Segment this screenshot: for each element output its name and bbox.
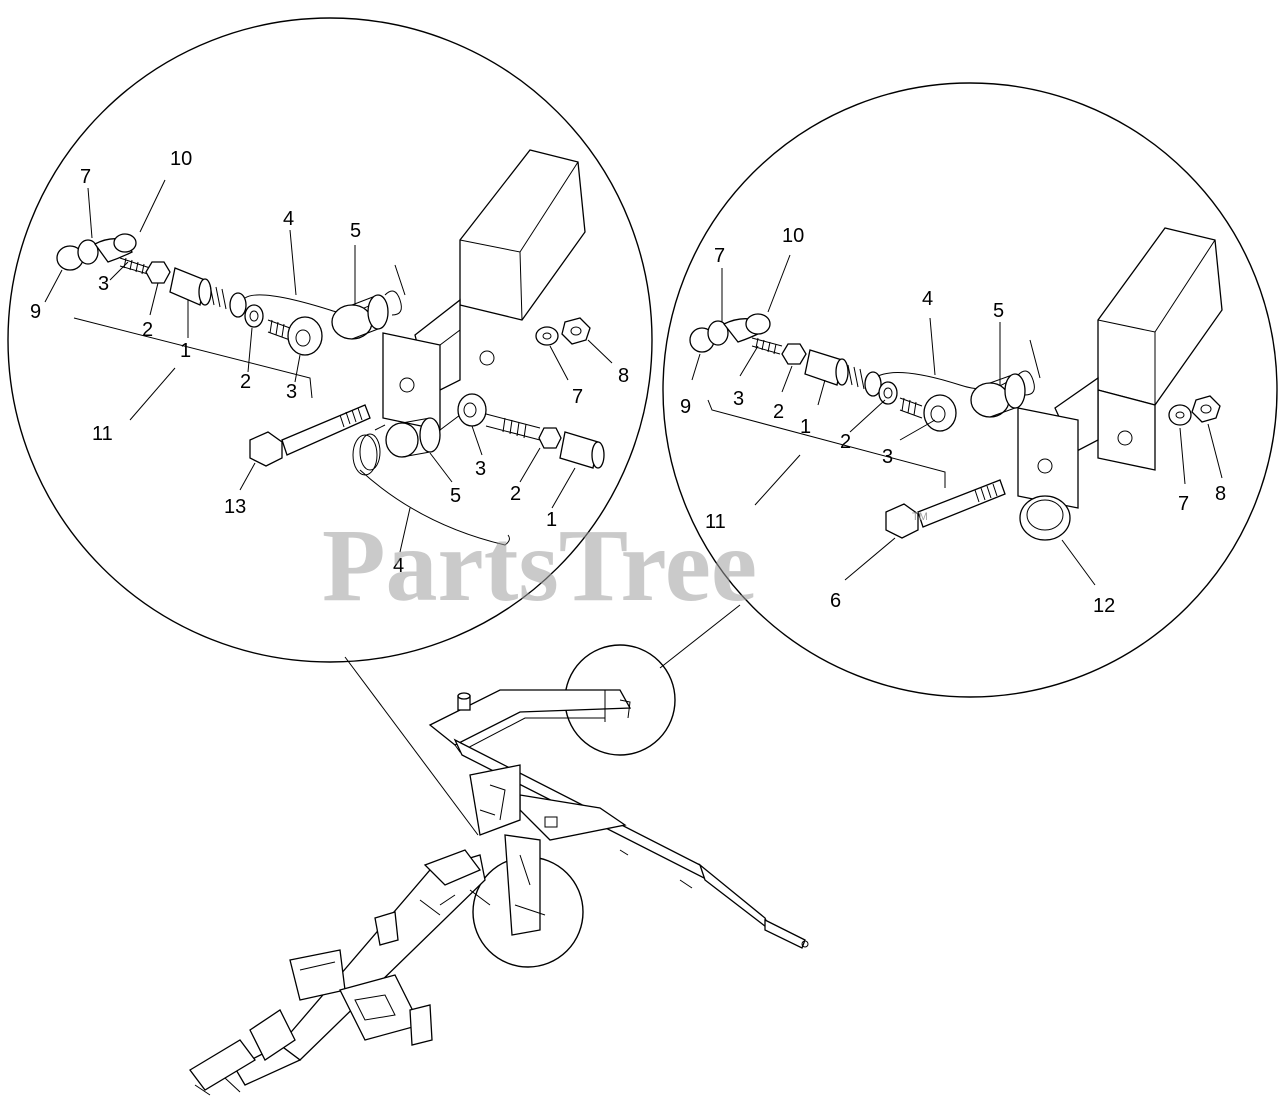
right-callout: 1 xyxy=(800,416,811,438)
left-callout: 2 xyxy=(240,371,251,393)
left-leader-lines xyxy=(44,179,613,553)
left-callout: 4 xyxy=(283,208,294,230)
left-callout: 10 xyxy=(170,148,192,170)
right-callout: 12 xyxy=(1093,595,1115,617)
left-callout: 9 xyxy=(30,301,41,323)
left-detail-circle xyxy=(7,17,653,663)
left-callouts: 7 10 9 3 2 1 4 5 2 3 11 13 7 8 5 3 2 1 4 xyxy=(30,148,629,577)
watermark: PartsTree xyxy=(322,508,757,623)
left-callout: 4 xyxy=(393,555,404,577)
right-leader-lines xyxy=(691,254,1223,586)
right-callout: 6 xyxy=(830,590,841,612)
right-callout: 2 xyxy=(773,401,784,423)
right-callout: 7 xyxy=(714,245,725,267)
left-frame-bracket xyxy=(382,149,586,431)
left-callout: 8 xyxy=(618,365,629,387)
watermark-tm: TM xyxy=(912,511,928,523)
overview-frame xyxy=(189,689,809,1096)
right-loose-parts xyxy=(885,395,1221,541)
right-callout: 7 xyxy=(1178,493,1189,515)
left-callout: 7 xyxy=(80,166,91,188)
left-callout: 3 xyxy=(286,381,297,403)
right-callout: 3 xyxy=(882,446,893,468)
right-top-linkage xyxy=(689,313,1041,432)
right-callout: 11 xyxy=(705,511,726,533)
left-callout: 5 xyxy=(350,220,361,242)
right-callout: 2 xyxy=(840,431,851,453)
left-callout: 1 xyxy=(546,509,557,531)
left-callout: 3 xyxy=(475,458,486,480)
right-detail-circle xyxy=(662,82,1278,698)
left-callout: 11 xyxy=(92,423,113,445)
left-loose-parts xyxy=(249,317,605,546)
left-callout: 3 xyxy=(98,273,109,295)
left-top-linkage xyxy=(56,233,406,356)
left-callout: 7 xyxy=(572,386,583,408)
left-callout: 2 xyxy=(142,319,153,341)
right-callout: 8 xyxy=(1215,483,1226,505)
right-callout: 9 xyxy=(680,396,691,418)
right-frame-bracket xyxy=(1017,227,1223,509)
right-callout: 4 xyxy=(922,288,933,310)
callout-connector-left xyxy=(344,656,479,836)
right-callout: 5 xyxy=(993,300,1004,322)
right-callout: 3 xyxy=(733,388,744,410)
left-callout: 13 xyxy=(224,496,246,518)
right-callout: 10 xyxy=(782,225,804,247)
left-callout: 5 xyxy=(450,485,461,507)
left-callout: 1 xyxy=(180,340,191,362)
right-callouts: 7 10 9 3 2 1 4 5 2 3 11 6 12 7 8 xyxy=(680,225,1226,617)
callout-connector-right xyxy=(659,604,741,669)
left-callout: 2 xyxy=(510,483,521,505)
